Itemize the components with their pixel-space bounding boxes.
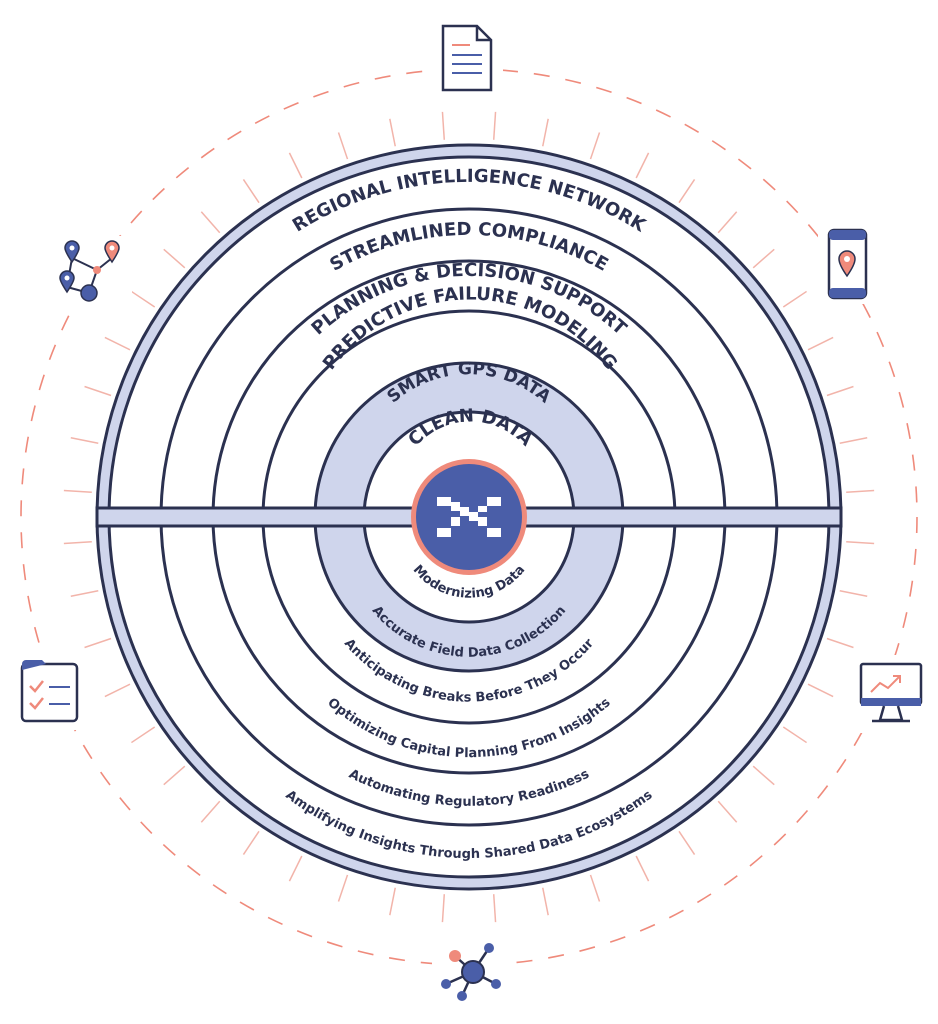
radial-tick: [131, 726, 156, 744]
logo-icon: [437, 497, 501, 537]
radial-tick: [846, 540, 875, 545]
radial-tick: [807, 336, 834, 351]
radial-tick: [163, 248, 186, 269]
radial-tick: [589, 132, 601, 160]
radial-tick: [389, 887, 396, 916]
radial-tick: [131, 290, 156, 308]
radial-tick: [63, 489, 92, 494]
checklist-clipboard-icon: [14, 652, 84, 730]
radial-tick: [163, 765, 186, 786]
map-pin-network-icon: [52, 236, 132, 308]
network-hub-icon: [432, 936, 508, 1016]
radial-tick: [752, 765, 775, 786]
radial-tick: [807, 683, 834, 698]
outer-dashed-ring: [20, 68, 918, 966]
radial-tick: [337, 874, 349, 902]
radial-tick: [846, 489, 875, 494]
radial-tick: [70, 437, 99, 444]
radial-tick: [752, 248, 775, 269]
radial-tick: [542, 118, 549, 147]
radial-tick: [104, 336, 131, 351]
radial-tick: [635, 855, 650, 882]
radial-tick: [70, 590, 99, 597]
radial-tick: [678, 830, 696, 855]
radial-tick: [84, 385, 112, 397]
radial-tick: [717, 800, 738, 823]
radial-tick: [389, 118, 396, 147]
radial-tick: [200, 211, 221, 234]
radial-tick: [337, 132, 349, 160]
analytics-monitor-icon: [852, 655, 932, 733]
radial-tick: [826, 637, 854, 649]
radial-tick: [839, 590, 868, 597]
radial-tick: [242, 830, 260, 855]
radial-tick: [63, 540, 92, 545]
radial-tick: [288, 152, 303, 179]
radial-tick: [782, 290, 807, 308]
radial-tick: [104, 683, 131, 698]
radial-tick: [200, 800, 221, 823]
radial-tick: [717, 211, 738, 234]
radial-tick: [542, 887, 549, 916]
radial-tick: [242, 179, 260, 204]
radial-ticks: [63, 111, 875, 923]
radial-tick: [678, 179, 696, 204]
radial-tick: [492, 111, 497, 140]
radial-tick: [839, 437, 868, 444]
radial-tick: [441, 111, 446, 140]
radial-tick: [288, 855, 303, 882]
mobile-gps-icon: [818, 222, 878, 304]
radial-tick: [492, 894, 497, 923]
radial-tick: [826, 385, 854, 397]
radial-tick: [782, 726, 807, 744]
radial-tick: [84, 637, 112, 649]
radial-tick: [589, 874, 601, 902]
radial-tick: [635, 152, 650, 179]
radial-tick: [441, 894, 446, 923]
document-icon: [425, 16, 503, 106]
